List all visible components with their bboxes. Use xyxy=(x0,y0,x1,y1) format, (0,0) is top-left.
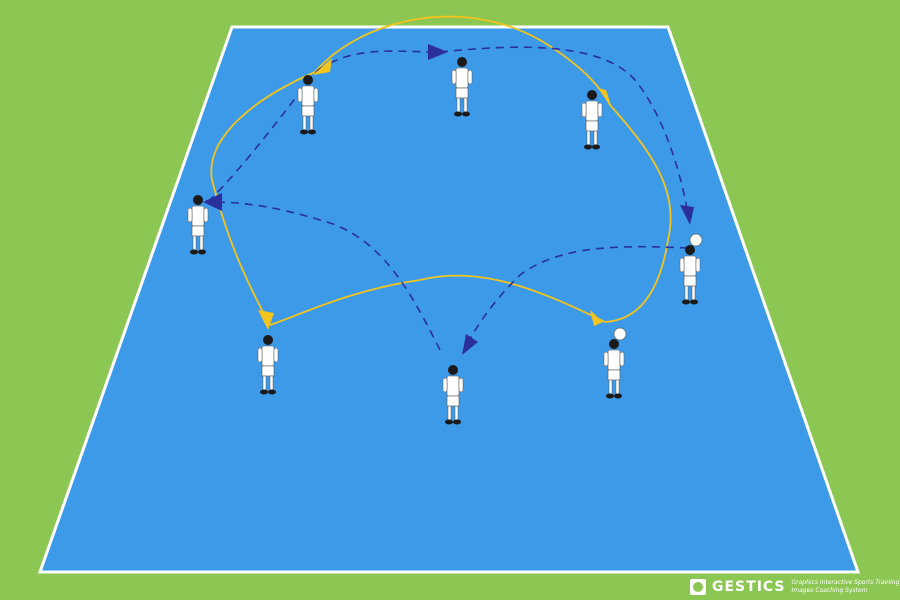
brand-name: GESTICS xyxy=(712,579,786,595)
run-arrow-3 xyxy=(462,334,478,355)
ball-arrow-3 xyxy=(590,310,603,326)
brand-tagline-2: Images Coaching System xyxy=(791,587,868,594)
gestics-logo-icon xyxy=(690,579,706,595)
run-arrow-4 xyxy=(203,193,222,211)
court xyxy=(37,25,861,574)
ball-arrow-1 xyxy=(313,58,332,75)
brand-tagline: Graphics Interactive Sports Training Ima… xyxy=(792,579,900,595)
run-arrow-2 xyxy=(680,205,694,225)
player-run-path xyxy=(207,46,689,351)
ball-arrow-2 xyxy=(598,88,612,108)
run-arrow-1 xyxy=(428,44,448,60)
ball-pass-path xyxy=(210,15,672,326)
brand-tagline-1: Graphics Interactive Sports Training xyxy=(791,579,900,586)
ball-arrow-4 xyxy=(258,310,274,330)
gestics-logo: GESTICS Graphics Interactive Sports Trai… xyxy=(690,576,899,598)
